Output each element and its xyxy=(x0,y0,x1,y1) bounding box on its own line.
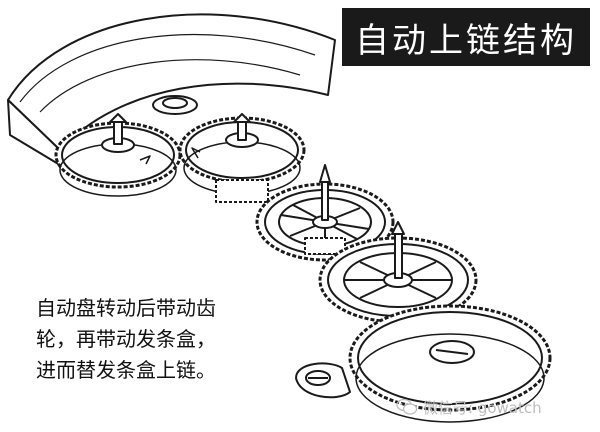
caption: 自动盘转动后带动齿 轮，再带动发条盒， 进而替发条盒上链。 xyxy=(36,293,286,386)
wechat-icon xyxy=(396,398,418,415)
watermark-text: 微信号: gowatch xyxy=(423,398,542,417)
barrel-ratchet-wheel xyxy=(348,304,552,423)
intermediate-wheel xyxy=(255,164,395,262)
click-pawl xyxy=(295,362,351,399)
rotor xyxy=(7,13,336,166)
watermark: 微信号: gowatch xyxy=(396,396,542,418)
crown-wheel xyxy=(318,221,478,324)
caption-line: 自动盘转动后带动齿 xyxy=(36,296,216,320)
rotor-reduction-gear-1 xyxy=(54,113,182,197)
page-title: 自动上链结构 xyxy=(342,8,590,66)
caption-line: 进而替发条盒上链。 xyxy=(36,358,216,382)
rotor-reduction-gear-2 xyxy=(178,113,306,203)
caption-line: 轮，再带动发条盒， xyxy=(36,327,216,351)
